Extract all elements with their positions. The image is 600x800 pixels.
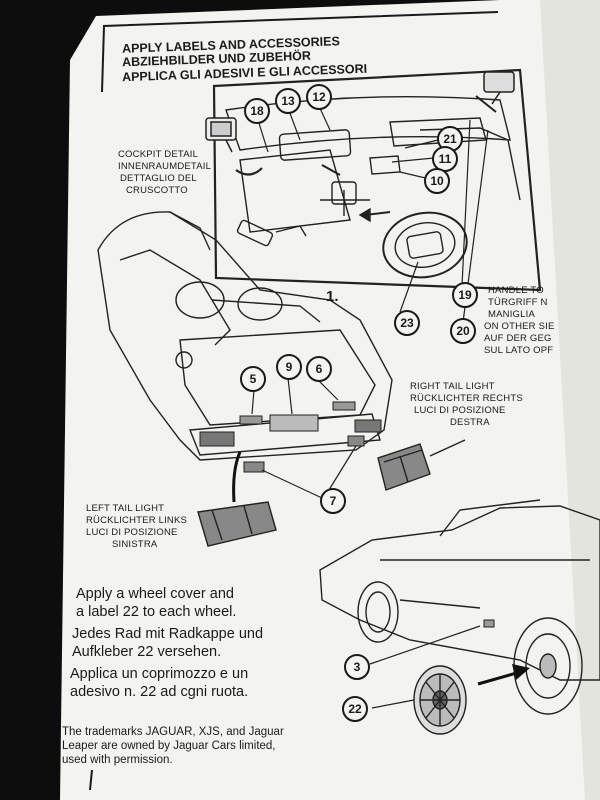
wheel-instruction-de-2: Aufkleber 22 versehen. [72, 644, 222, 660]
mirror-right-part [475, 71, 515, 113]
callout-19: 19 [452, 282, 478, 308]
callout-7: 7 [320, 488, 346, 514]
callout-22: 22 [342, 696, 368, 722]
cockpit-detail-de: INNENRAUMDETAIL [118, 161, 212, 172]
callout-6: 6 [306, 356, 332, 382]
callout-11: 11 [432, 146, 458, 172]
rear-light-left [199, 431, 235, 447]
left-tail-light-part [197, 501, 277, 547]
left-tail-light-it-2: SINISTRA [112, 539, 158, 550]
page-frame [101, 11, 499, 93]
label-6-part [332, 401, 356, 411]
label-3-part [483, 619, 495, 628]
paper-sheet [60, 0, 600, 800]
cockpit-inset [212, 68, 542, 292]
left-tail-arrow [232, 451, 242, 503]
handle-label-it: MANIGLIA [488, 309, 535, 320]
handle-label-en: HANDLE TO [488, 285, 544, 296]
rear-light-right [354, 419, 382, 433]
trademark-line-2: Leaper are owned by Jaguar Cars limited, [62, 740, 276, 752]
callout-23: 23 [394, 310, 420, 336]
label-5-part [239, 415, 263, 425]
callout-5: 5 [240, 366, 266, 392]
label-7a-part [243, 461, 265, 473]
wheel-instruction-en-1: Apply a wheel cover and [76, 586, 234, 602]
rear-plate-9 [269, 414, 319, 432]
wheel-instruction-it-1: Applica un coprimozzo e un [70, 666, 249, 682]
callout-20: 20 [450, 318, 476, 344]
mirror-arrow [235, 167, 263, 176]
right-tail-light-it-2: DESTRA [450, 417, 490, 428]
other-side-it: SUL LATO OPF [484, 345, 554, 356]
callout-18: 18 [244, 98, 270, 124]
wheel-instruction-it-2: adesivo n. 22 ad cgni ruota. [70, 684, 249, 700]
left-tail-light-de: RÜCKLICHTER LINKS [86, 515, 188, 526]
other-side-en: ON OTHER SIE [484, 321, 555, 332]
callout-12: 12 [306, 84, 332, 110]
right-tail-arrow [429, 439, 466, 457]
right-tail-light-de: RÜCKLICHTER RECHTS [410, 393, 523, 404]
cockpit-detail-it-2: CRUSCOTTO [126, 185, 188, 196]
label-7b-part [347, 435, 365, 447]
wheel-cover-arrow [477, 670, 521, 686]
callout-10: 10 [424, 168, 450, 194]
wheel-cover-arrowhead [512, 664, 530, 680]
right-tail-light-en: RIGHT TAIL LIGHT [410, 381, 495, 392]
callout-9: 9 [276, 354, 302, 380]
left-tail-light-it-1: LUCI DI POSIZIONE [86, 527, 178, 538]
label-3-leader [369, 625, 481, 665]
trademark-line-1: The trademarks JAGUAR, XJS, and Jaguar [62, 726, 284, 738]
label-22-leader [371, 699, 415, 709]
wheel-cover-part [413, 665, 467, 735]
right-tail-light-it-1: LUCI DI POSIZIONE [414, 405, 506, 416]
page-frame-bottom [89, 769, 93, 791]
cockpit-detail-en: COCKPIT DETAIL [118, 149, 199, 160]
cockpit-detail-it-1: DETTAGLIO DEL [120, 173, 197, 184]
mirror-part [205, 117, 237, 153]
paper-shadow-edge [540, 0, 600, 800]
wheel-instruction-de-1: Jedes Rad mit Radkappe und [72, 626, 264, 642]
left-tail-light-en: LEFT TAIL LIGHT [86, 503, 165, 514]
callout-3: 3 [344, 654, 370, 680]
handle-label-de: TÜRGRIFF N [488, 297, 548, 308]
step-number: 1. [326, 288, 339, 305]
other-side-de: AUF DER GEG [484, 333, 552, 344]
trademark-line-3: used with permission. [62, 754, 173, 766]
wheel-instruction-en-2: a label 22 to each wheel. [76, 604, 237, 620]
right-tail-light-part [377, 443, 431, 491]
callout-13: 13 [275, 88, 301, 114]
